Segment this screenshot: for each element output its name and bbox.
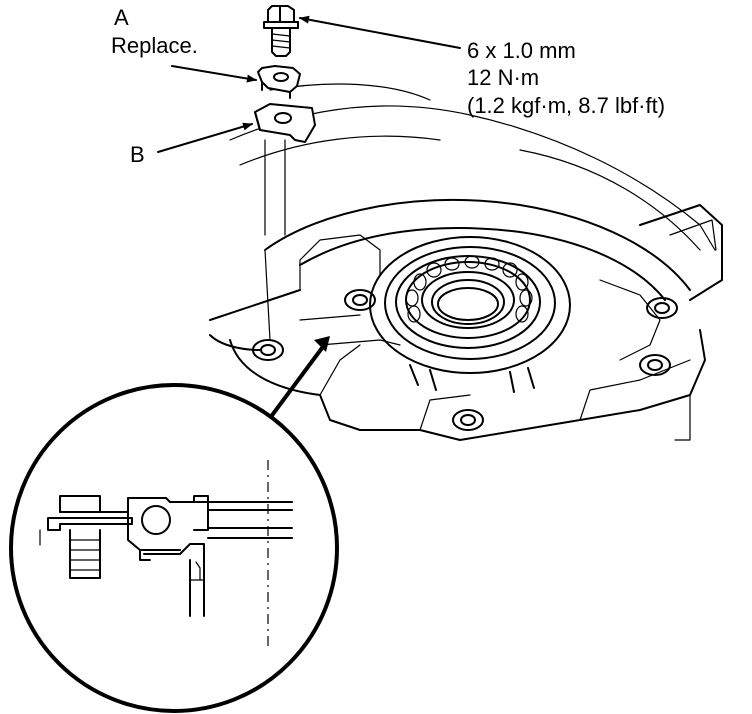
bolt-holes [252,289,678,431]
bolt-size-label: 6 x 1.0 mm [467,38,576,63]
magnifier-circle-icon [9,383,339,713]
callout-a-label: A [114,5,129,30]
lock-plate-icon [257,65,301,99]
bolt-icon [263,5,299,57]
leader-lines [157,15,461,153]
callout-b-label: B [130,142,145,167]
detail-pointer [268,336,330,420]
callout-a-note: Replace. [111,33,198,58]
torque-alt-label: (1.2 kgf·m, 8.7 lbf·ft) [467,93,666,118]
bearing-icon [369,236,571,393]
bracket-icon [254,103,316,143]
torque-nm-label: 12 N·m [467,65,540,90]
transmission-case [209,83,723,441]
